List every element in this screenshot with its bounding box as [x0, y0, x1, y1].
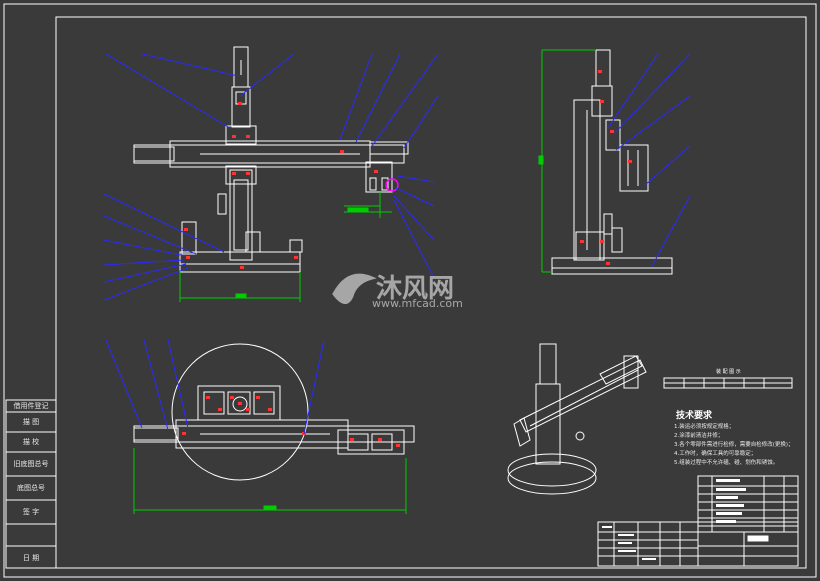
top-view-leaders — [105, 339, 325, 435]
isometric-view — [507, 343, 647, 495]
watermark-url: www.mfcad.com — [372, 297, 463, 310]
outer-frame — [3, 3, 817, 578]
small-table — [663, 377, 793, 389]
side-row-base: 底图总号 — [17, 484, 45, 492]
tech-requirement-3: 3.各个零部件需进行检修，需要自检修改(更换)； — [674, 442, 794, 448]
title-block — [597, 521, 799, 567]
side-view — [551, 49, 673, 275]
side-row-proof: 描 校 — [22, 438, 40, 446]
table-text-marks — [602, 479, 746, 560]
front-view-leaders — [103, 53, 439, 301]
watermark-logo — [332, 273, 377, 304]
side-view-part-marks — [580, 70, 632, 265]
top-view-dimensions — [133, 448, 407, 514]
front-view-dimensions — [179, 192, 392, 302]
side-row-trace: 描 图 — [22, 418, 40, 426]
parts-list-table — [697, 475, 799, 533]
side-view-leaders — [607, 53, 691, 267]
front-view-part-marks — [184, 102, 378, 269]
tech-requirement-5: 5.组装过程中不允许磕、碰、划伤和锈蚀。 — [674, 460, 779, 466]
tech-requirement-2: 2.涂漆前清洁并修； — [674, 433, 724, 439]
front-view-highlight — [385, 178, 399, 192]
watermark-brand: 沐风网 — [376, 274, 455, 304]
top-view — [133, 343, 415, 481]
side-row-old-base: 旧底图总号 — [13, 460, 49, 468]
top-view-part-marks — [182, 396, 400, 447]
side-row-date: 日 期 — [22, 554, 40, 562]
inner-frame — [55, 16, 807, 569]
tech-requirements-title: 技术要求 — [676, 411, 713, 421]
side-bar-table — [5, 399, 57, 569]
small-table-label: 装 配 图 示 — [716, 369, 741, 375]
tech-requirement-4: 4.工作时，确保工具的可靠稳定； — [674, 451, 757, 457]
side-row-sign: 签 字 — [22, 508, 40, 516]
side-view-dimensions — [538, 49, 596, 273]
tech-requirement-1: 1.装运必须按规定规格； — [674, 424, 735, 430]
front-view — [133, 46, 409, 273]
side-row-borrow: 借用件登记 — [13, 402, 49, 410]
